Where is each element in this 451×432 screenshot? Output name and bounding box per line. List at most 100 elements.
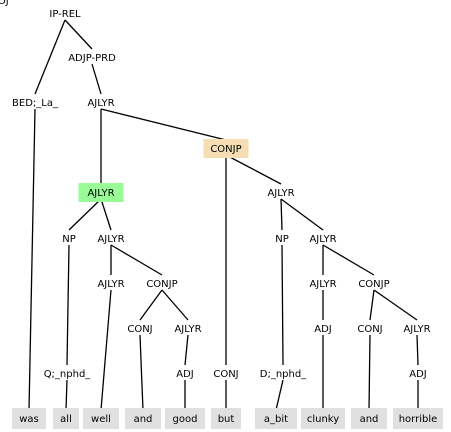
tree-node-conj: CONJ bbox=[357, 324, 382, 335]
tree-edge bbox=[100, 108, 227, 141]
tree-node-bed-la: BED;_La_ bbox=[12, 98, 59, 109]
tree-edge bbox=[28, 108, 36, 411]
tree-node-adj: ADJ bbox=[314, 324, 332, 335]
tree-node-ajlyr: AJLYR bbox=[403, 324, 430, 335]
node-label: CONJP bbox=[358, 279, 389, 290]
leaf-label: was bbox=[19, 414, 39, 425]
tree-edge bbox=[373, 289, 418, 321]
tree-edge bbox=[280, 198, 283, 231]
tree-node-conjp: CONJP bbox=[203, 139, 249, 158]
node-label: AJLYR bbox=[87, 98, 114, 109]
leaf-token: well bbox=[83, 408, 119, 429]
leaf-box bbox=[255, 408, 297, 429]
leaf-token: and bbox=[351, 408, 387, 429]
tree-node-conjp: CONJP bbox=[358, 279, 389, 290]
node-highlight-box bbox=[78, 183, 124, 202]
tree-node-ip-rel: IP-REL bbox=[49, 9, 81, 20]
node-label: IP-REL bbox=[49, 9, 81, 20]
tree-edge bbox=[322, 244, 375, 276]
node-label: AJLYR bbox=[97, 279, 124, 290]
tree-node-ajlyr: AJLYR bbox=[87, 98, 114, 109]
tree-node-adj: ADJ bbox=[409, 369, 427, 380]
leaf-label: and bbox=[134, 414, 153, 425]
node-label: CONJP bbox=[210, 144, 241, 155]
leaf-label: a_bit bbox=[264, 414, 288, 425]
node-label: CONJ bbox=[213, 369, 238, 380]
tree-edge bbox=[68, 198, 102, 231]
node-label: ADJ bbox=[409, 369, 427, 380]
node-label: AJLYR bbox=[309, 279, 336, 290]
node-label: AJLYR bbox=[87, 188, 114, 199]
leaf-box bbox=[393, 408, 443, 429]
leaf-token: good bbox=[165, 408, 205, 429]
leaf-label: all bbox=[60, 414, 72, 425]
leaf-token: a_bit bbox=[255, 408, 297, 429]
leaf-label: well bbox=[91, 414, 111, 425]
leaf-box bbox=[165, 408, 205, 429]
node-label: NP bbox=[62, 234, 76, 245]
node-label: BED;_La_ bbox=[12, 98, 59, 109]
tree-edge bbox=[100, 289, 112, 411]
tree-edge bbox=[161, 289, 189, 321]
leaf-box bbox=[53, 408, 79, 429]
leaf-token: and bbox=[125, 408, 161, 429]
tree-edges bbox=[28, 19, 419, 411]
tree-edge bbox=[139, 334, 144, 411]
tree-node-adjp-prd: ADJP-PRD bbox=[68, 53, 116, 64]
tree-edge bbox=[416, 334, 419, 366]
node-label: AJLYR bbox=[267, 188, 294, 199]
leaf-token: clunky bbox=[301, 408, 345, 429]
tree-edge bbox=[275, 379, 284, 411]
leaf-token: all bbox=[53, 408, 79, 429]
tree-edge bbox=[66, 244, 70, 366]
tree-edge bbox=[139, 289, 163, 321]
tree-edge bbox=[369, 289, 375, 321]
tree-node-conj: CONJ bbox=[127, 324, 152, 335]
leaf-label: horrible bbox=[399, 414, 438, 425]
tree-edge bbox=[368, 334, 371, 411]
tree-edge bbox=[110, 244, 163, 276]
node-label: D;_nphd_ bbox=[260, 369, 307, 380]
node-label: AJLYR bbox=[174, 324, 201, 335]
tree-node-conjp: CONJP bbox=[146, 279, 177, 290]
node-label: ADJ bbox=[176, 369, 194, 380]
tree-edge bbox=[91, 63, 102, 95]
tree-edge bbox=[281, 244, 284, 366]
tree-node-ajlyr: AJLYR bbox=[309, 234, 336, 245]
tree-edge bbox=[100, 198, 112, 231]
leaf-box bbox=[351, 408, 387, 429]
leaf-token: was bbox=[12, 408, 46, 429]
node-label: ADJ bbox=[314, 324, 332, 335]
tree-edge bbox=[34, 19, 66, 95]
leaf-box bbox=[83, 408, 119, 429]
node-label: AJLYR bbox=[97, 234, 124, 245]
node-highlight-box bbox=[203, 139, 249, 158]
node-label: CONJP bbox=[146, 279, 177, 290]
tree-node-adj: ADJ bbox=[176, 369, 194, 380]
tree-edge bbox=[64, 19, 93, 50]
tree-edge bbox=[280, 198, 324, 231]
leaf-label: clunky bbox=[307, 414, 339, 425]
node-label: AJLYR bbox=[403, 324, 430, 335]
node-label: CONJ bbox=[127, 324, 152, 335]
tree-node-conj: CONJ bbox=[213, 369, 238, 380]
tree-nodes: IP-REL ADJP-PRD BED;_La_ AJLYR CONJP AJLYR AJL… bbox=[0, 0, 443, 429]
node-label: NP bbox=[275, 234, 289, 245]
tree-edge bbox=[184, 334, 189, 366]
tree-node-ajlyr: AJLYR bbox=[174, 324, 201, 335]
tree-node-adj: ADJ bbox=[0, 0, 9, 7]
node-label: ADJ bbox=[0, 0, 9, 7]
tree-node-ajlyr: AJLYR bbox=[309, 279, 336, 290]
tree-node-ajlyr: AJLYR bbox=[78, 183, 124, 202]
tree-node-ajlyr: AJLYR bbox=[267, 188, 294, 199]
node-label: Q;_nphd_ bbox=[44, 369, 92, 380]
leaf-box bbox=[211, 408, 241, 429]
leaf-label: good bbox=[173, 414, 198, 425]
tree-edge bbox=[225, 154, 282, 185]
leaf-box bbox=[125, 408, 161, 429]
leaf-label: and bbox=[360, 414, 379, 425]
tree-node-ajlyr: AJLYR bbox=[97, 279, 124, 290]
node-label: CONJ bbox=[357, 324, 382, 335]
leaf-label: but bbox=[218, 414, 235, 425]
